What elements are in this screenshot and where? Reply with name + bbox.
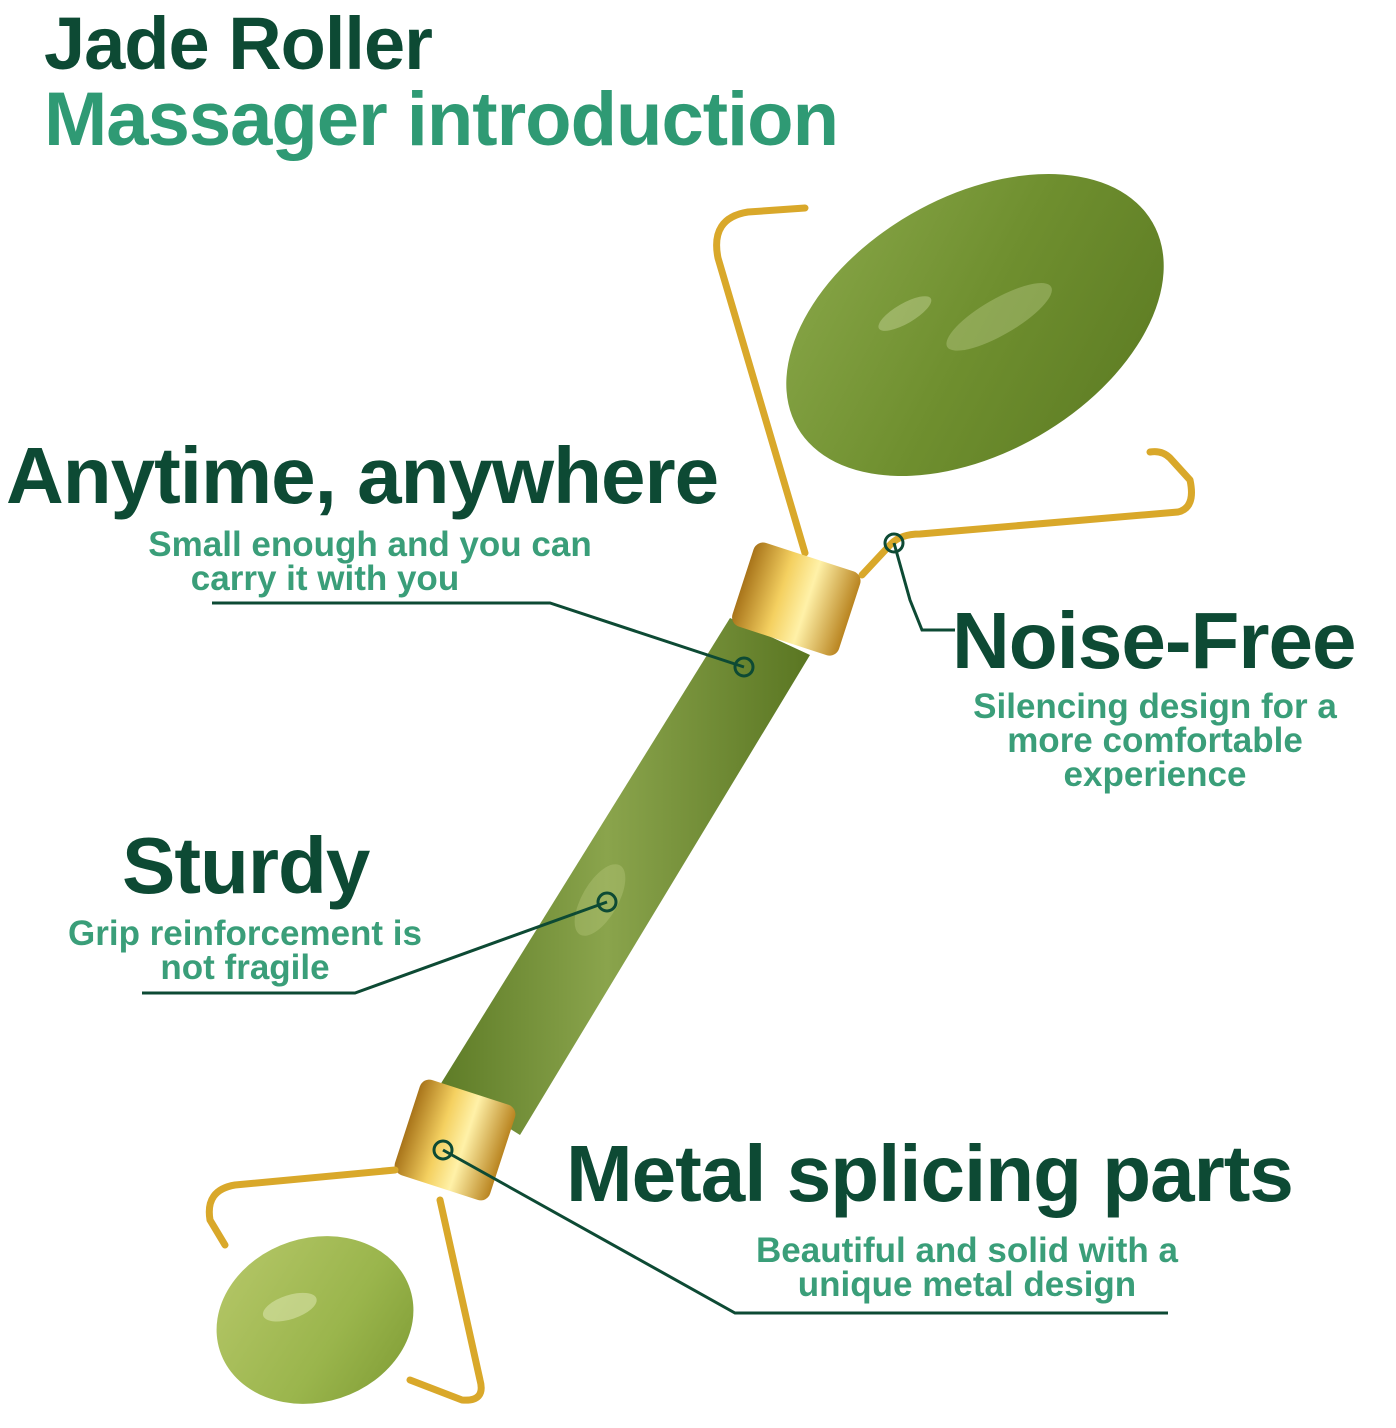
feature-description-line: experience	[1063, 755, 1247, 794]
callout-line-noise-free	[892, 542, 955, 632]
lower-gold-collar	[394, 1079, 516, 1201]
feature-description-noise-free: Silencing design for a more comfortable …	[930, 687, 1380, 794]
callout-line-metal	[442, 1148, 1168, 1315]
upper-gold-collar	[732, 542, 861, 656]
jade-handle	[440, 618, 810, 1135]
large-jade-roller	[786, 174, 1164, 476]
feature-description-metal: Beautiful and solid with a unique metal …	[712, 1231, 1222, 1304]
callout-dot-metal	[432, 1139, 454, 1161]
feature-description-line: Beautiful and solid with a	[756, 1231, 1178, 1270]
callout-dot-sturdy	[596, 891, 618, 913]
feature-description-line: carry it with you	[190, 559, 460, 598]
feature-description-line: unique metal design	[797, 1265, 1137, 1304]
title-line-2: Massager introduction	[44, 77, 839, 162]
feature-description-line: Small enough and you can	[148, 525, 592, 564]
feature-heading-metal: Metal splicing parts	[566, 1129, 1294, 1218]
feature-heading-sturdy: Sturdy	[122, 821, 370, 910]
callout-line-sturdy	[142, 900, 608, 995]
feature-description-anytime: Small enough and you can carry it with y…	[100, 525, 640, 596]
feature-heading-noise-free: Noise-Free	[952, 596, 1356, 685]
lower-wire-frame	[205, 1166, 485, 1404]
feature-description-line: Silencing design for a	[973, 687, 1337, 726]
feature-heading-anytime: Anytime, anywhere	[6, 431, 719, 520]
feature-description-line: more comfortable	[1007, 721, 1303, 760]
callout-dot-anytime	[733, 656, 755, 678]
callout-line-anytime	[212, 601, 745, 669]
feature-description-sturdy: Grip reinforcement is not fragile	[30, 914, 460, 987]
title-line-1: Jade Roller	[44, 2, 433, 85]
callout-dot-noise-free	[883, 532, 905, 554]
callout-lines	[142, 532, 1168, 1315]
feature-description-line: Grip reinforcement is	[68, 914, 422, 953]
small-jade-roller	[216, 1236, 414, 1404]
feature-description-line: not fragile	[160, 948, 330, 987]
